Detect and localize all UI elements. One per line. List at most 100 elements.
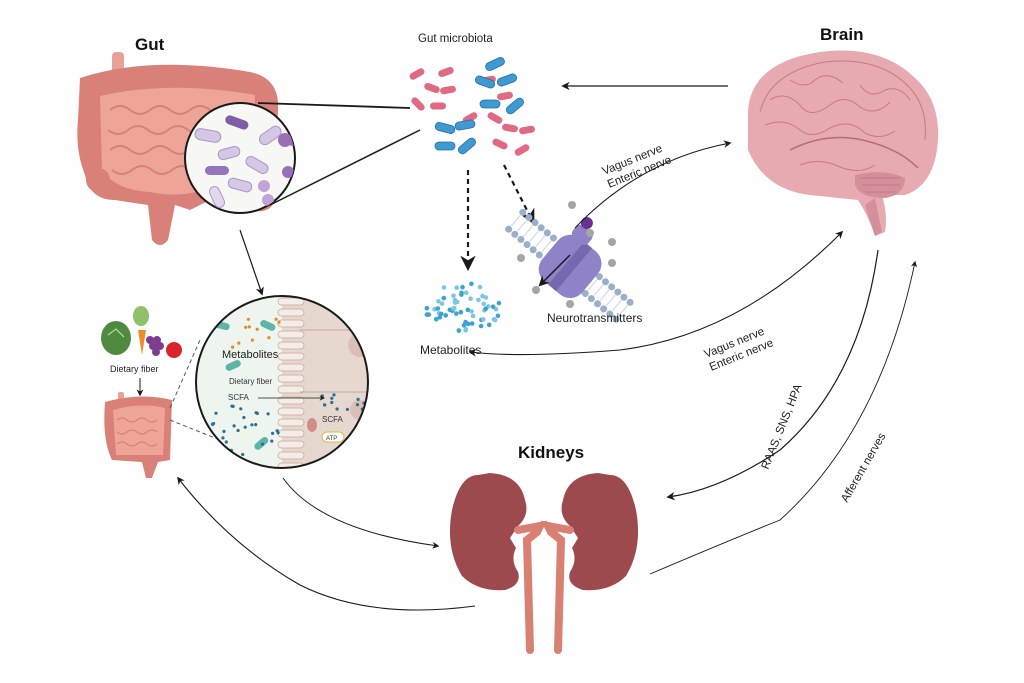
scfa-dot-cell: [323, 403, 327, 407]
metabolite-dot: [447, 307, 453, 313]
metabolite-dot: [483, 295, 489, 300]
metabolite-dot: [469, 309, 474, 314]
lens-connector-bottom: [269, 129, 421, 206]
inset-connector-bottom: [169, 419, 221, 441]
villus: [277, 308, 305, 317]
metabolite-dot: [451, 293, 456, 299]
metabolite-dot: [451, 306, 456, 311]
metabolite-dot: [434, 316, 439, 322]
arrow-microbiota-to-brain: [574, 140, 732, 229]
villus: [278, 474, 304, 481]
metabolite-dot: [481, 301, 487, 307]
villus: [277, 385, 305, 394]
metabolite-dot-orange: [246, 317, 250, 321]
scfa-dot: [236, 428, 240, 433]
scfa-dot-cell: [330, 396, 334, 400]
gut-magnifier-lens: [184, 102, 296, 214]
metabolite-dot: [454, 311, 459, 316]
bacterium-blue: [434, 141, 456, 151]
gut-title: Gut: [135, 35, 165, 54]
scfa-dot-cell: [356, 397, 360, 401]
metabolite-dot: [441, 285, 447, 290]
metabolite-dot: [436, 299, 441, 304]
bacterium-red: [497, 91, 513, 101]
metabolite-dot: [458, 309, 464, 315]
bacterium-red: [430, 102, 446, 110]
bacterium-blue: [458, 137, 476, 155]
metabolite-dot-orange: [237, 341, 241, 345]
metabolite-dot: [478, 323, 484, 329]
right-kidney: [561, 473, 639, 591]
scfa-dot: [275, 429, 279, 433]
scfa-dot-cell: [330, 400, 334, 405]
inset-dietary-fiber-label: Dietary fiber: [229, 377, 272, 386]
raas-sns-hpa-label: RAAS, SNS, HPA: [760, 382, 805, 471]
dietary-fiber-label: Dietary fiber: [110, 364, 159, 374]
vagus-enteric-label-upper: Vagus nerve Enteric nerve: [601, 143, 674, 191]
scfa-dot: [232, 424, 236, 428]
bacterium-red: [424, 82, 440, 94]
metabolite-dot: [439, 301, 445, 306]
scfa-dot: [214, 411, 218, 415]
scfa-dot: [242, 415, 246, 420]
metabolite-dot: [463, 290, 469, 296]
metabolite-dot-orange: [231, 345, 235, 349]
villus: [277, 396, 305, 405]
left-kidney: [449, 473, 527, 591]
metabolite-dot: [441, 295, 447, 301]
metabolite-dot: [460, 284, 465, 290]
scfa-dot-cell: [355, 403, 360, 407]
gut-microbiota-cluster: [409, 57, 535, 156]
svg-text:RAAS, SNS, HPA: RAAS, SNS, HPA: [760, 382, 805, 471]
metabolite-dot: [486, 322, 492, 328]
villus: [277, 407, 305, 416]
arrow-metabolites-to-brain: [468, 230, 844, 357]
metabolite-dot: [424, 312, 430, 317]
scfa-dot: [231, 404, 235, 408]
villus: [277, 374, 305, 383]
bacterium-blue: [496, 73, 518, 87]
metabolite-dot: [483, 306, 489, 312]
metabolite-dot: [437, 315, 443, 320]
scfa-dot: [221, 436, 225, 440]
scfa-dot-cell: [335, 407, 339, 411]
scfa-dot: [255, 411, 259, 415]
right-ureter: [540, 520, 574, 654]
metabolite-dot-orange: [267, 336, 271, 340]
kidneys-title: Kidneys: [518, 443, 584, 462]
scfa-dot: [266, 412, 270, 416]
lens-connector-top: [257, 102, 411, 109]
left-ureter: [514, 520, 548, 654]
metabolite-dot: [454, 285, 460, 291]
scfa-dot-cell: [332, 393, 336, 397]
metabolite-dots: [424, 281, 502, 333]
scfa-dot: [212, 440, 216, 444]
metabolite-dot: [469, 281, 474, 287]
dietary-fiber-foods: [101, 306, 182, 358]
inset-scfa-lumen-label: SCFA: [228, 393, 250, 402]
scfa-dot-cell: [345, 407, 349, 411]
scfa-dot: [270, 439, 274, 443]
scfa-dot: [239, 407, 243, 411]
arrow-brain-to-kidneys: [666, 249, 879, 501]
arrow-kidneys-to-gut: [177, 476, 476, 611]
inset-metabolites-label: Metabolites: [222, 349, 279, 361]
metabolite-dot: [435, 306, 441, 311]
scfa-dot: [254, 423, 258, 427]
bacterium-red: [514, 144, 530, 156]
villus: [277, 363, 305, 372]
metabolite-dot: [463, 319, 468, 325]
scfa-dot: [250, 423, 254, 427]
metabolite-dot: [424, 305, 430, 311]
vagus-enteric-label-lower: Vagus nerve Enteric nerve: [703, 326, 776, 374]
bacterium-red: [492, 138, 508, 150]
metabolite-dot-orange: [277, 320, 281, 324]
metabolite-dot: [490, 304, 496, 310]
bacterium-red: [487, 112, 503, 124]
metabolite-dot: [492, 317, 498, 323]
kidneys-illustration: [449, 473, 639, 654]
neurotransmitters-label: Neurotransmitters: [547, 311, 642, 325]
bacterium-blue: [506, 97, 524, 115]
metabolite-dot-orange: [255, 327, 259, 331]
